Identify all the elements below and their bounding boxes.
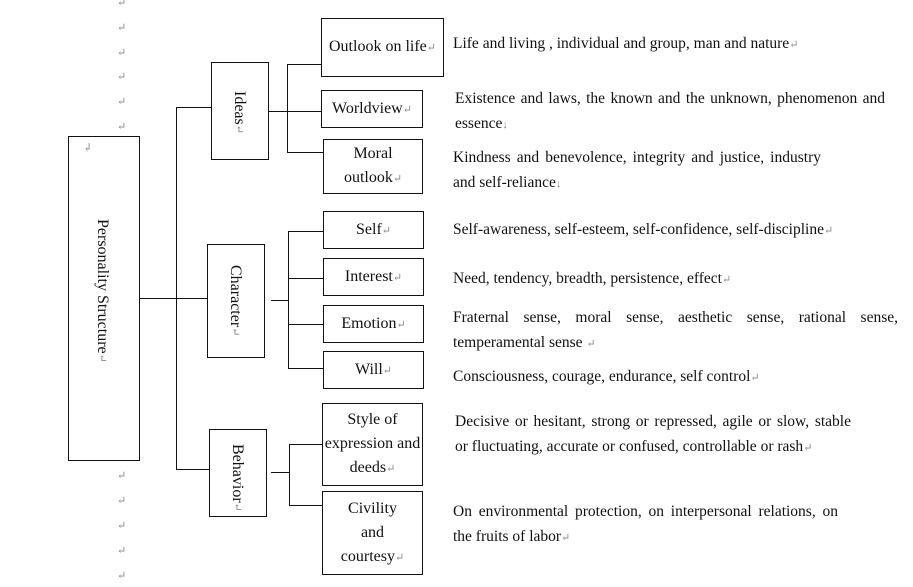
- leaf-box-emotion: Emotion↵: [323, 305, 424, 343]
- spine-line: [176, 107, 178, 469]
- description-text: Kindness and benevolence, integrity and …: [453, 149, 821, 191]
- paragraph-mark: ↵: [117, 570, 127, 582]
- connector-line: [289, 505, 322, 507]
- leaf-label: Moral outlook↵: [343, 145, 403, 186]
- branch-line: [289, 444, 291, 505]
- connector-line: [288, 278, 323, 280]
- connector-line: [176, 469, 209, 471]
- description-text: Decisive or hesitant, strong or represse…: [455, 413, 851, 455]
- connector-line: [269, 111, 287, 113]
- connector-line: [288, 324, 323, 326]
- description-text: Existence and laws, the known and the un…: [455, 90, 885, 132]
- leaf-label: Outlook on life↵: [329, 38, 436, 55]
- leaf-label: Interest↵: [344, 267, 403, 285]
- connector-line: [287, 64, 321, 66]
- leaf-box-interest: Interest↵: [323, 258, 424, 296]
- leaf-label: Will↵: [354, 360, 392, 378]
- category-label: Ideas↵: [231, 91, 248, 134]
- connector-line: [288, 368, 323, 370]
- description-text: Consciousness, courage, endurance, self …: [453, 368, 760, 385]
- leaf-box-style-of-expression: Style of expression and deeds↵: [322, 403, 423, 486]
- category-box-ideas: Ideas↵: [211, 62, 269, 160]
- connector-line: [289, 444, 322, 446]
- connector-line: [287, 152, 323, 154]
- paragraph-mark: ↵: [117, 520, 127, 532]
- paragraph-mark: ↵: [117, 47, 127, 59]
- leaf-box-moral-outlook: Moral outlook↵: [323, 139, 423, 194]
- leaf-box-worldview: Worldview↵: [321, 90, 423, 128]
- description-text: Life and living , individual and group, …: [453, 35, 799, 52]
- paragraph-mark: ↵: [117, 121, 127, 133]
- description-text: Need, tendency, breadth, persistence, ef…: [453, 270, 732, 287]
- leaf-label: Emotion↵: [341, 314, 406, 332]
- description-text: On environmental protection, on interper…: [453, 503, 838, 545]
- anchor-mark: ↲: [83, 142, 93, 154]
- leaf-box-self: Self↵: [323, 211, 424, 249]
- leaf-label: Civility and courtesy↵: [340, 499, 405, 565]
- branch-line: [288, 231, 290, 368]
- leaf-label: Worldview↵: [332, 99, 412, 117]
- root-label: Personality Structure↵: [94, 219, 111, 363]
- paragraph-mark: ↵: [117, 0, 127, 9]
- connector-line: [271, 472, 289, 474]
- paragraph-mark: ↵: [117, 495, 127, 507]
- leaf-box-outlook-on-life: Outlook on life↵: [321, 18, 444, 77]
- paragraph-mark: ↵: [117, 470, 127, 482]
- leaf-box-will: Will↵: [323, 351, 424, 389]
- connector-line: [176, 107, 211, 109]
- connector-line: [140, 298, 176, 300]
- leaf-box-civility-and-courtesy: Civility and courtesy↵: [322, 491, 423, 575]
- root-box: ↲ Personality Structure↵: [68, 136, 140, 461]
- description-text: Self-awareness, self-esteem, self-confid…: [453, 221, 834, 238]
- leaf-label: Self↵: [356, 220, 391, 238]
- category-label: Character↵: [227, 265, 244, 337]
- connector-line: [176, 298, 207, 300]
- paragraph-mark: ↵: [117, 545, 127, 557]
- branch-line: [287, 64, 289, 152]
- connector-line: [288, 231, 323, 233]
- paragraph-mark: ↵: [117, 96, 127, 108]
- leaf-label: Style of expression and deeds↵: [324, 411, 421, 476]
- description-text: Fraternal sense, moral sense, aesthetic …: [453, 309, 898, 351]
- category-label: Behavior↵: [229, 444, 246, 512]
- connector-line: [271, 300, 288, 302]
- category-box-character: Character↵: [207, 244, 265, 358]
- category-box-behavior: Behavior↵: [209, 429, 267, 517]
- paragraph-mark: ↵: [117, 22, 127, 34]
- paragraph-mark: ↵: [117, 71, 127, 83]
- connector-line: [287, 111, 321, 113]
